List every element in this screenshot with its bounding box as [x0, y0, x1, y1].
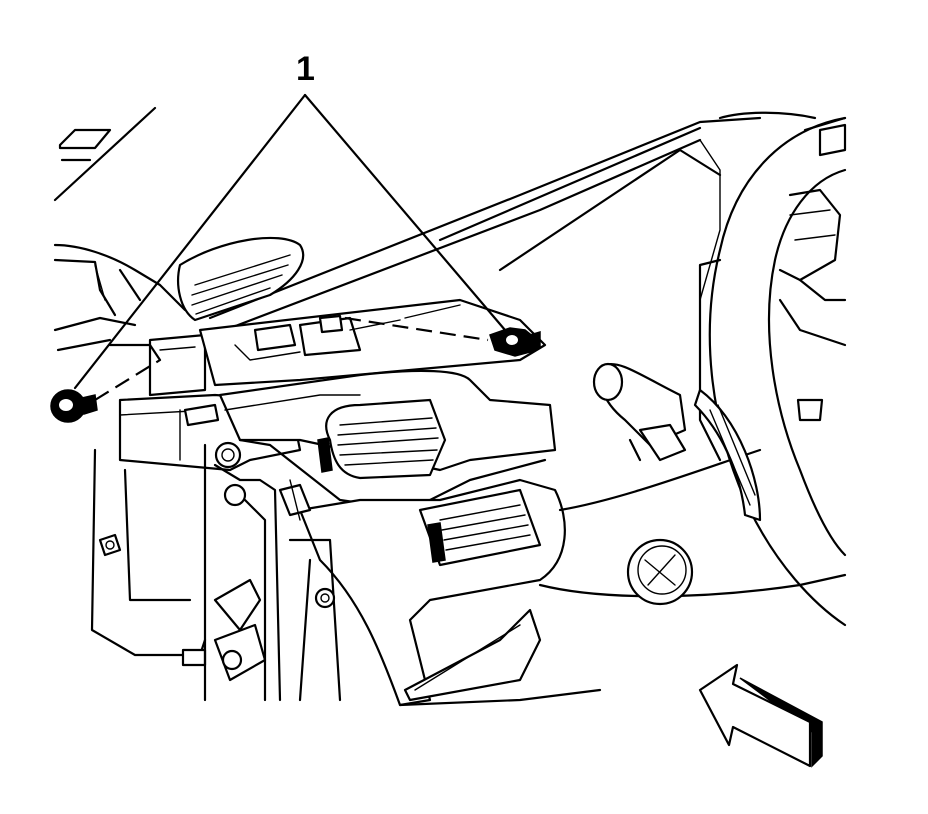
turn-signal-stalk	[592, 362, 687, 462]
dashboard-top-outline	[53, 106, 847, 332]
callout-label-1: 1	[296, 50, 315, 88]
install-path-lines	[94, 316, 489, 401]
callout-1-leaders	[73, 93, 507, 390]
steering-column-support	[98, 441, 342, 702]
upper-trim-bar	[198, 298, 547, 387]
view-direction-arrow-icon	[698, 663, 823, 768]
access-cover-plug	[626, 538, 694, 606]
steering-wheel	[693, 116, 847, 627]
lower-center-console	[298, 448, 847, 707]
upper-air-vent	[177, 236, 305, 322]
left-fastener	[50, 389, 98, 423]
right-fastener	[489, 327, 541, 357]
center-air-vent	[317, 398, 447, 480]
